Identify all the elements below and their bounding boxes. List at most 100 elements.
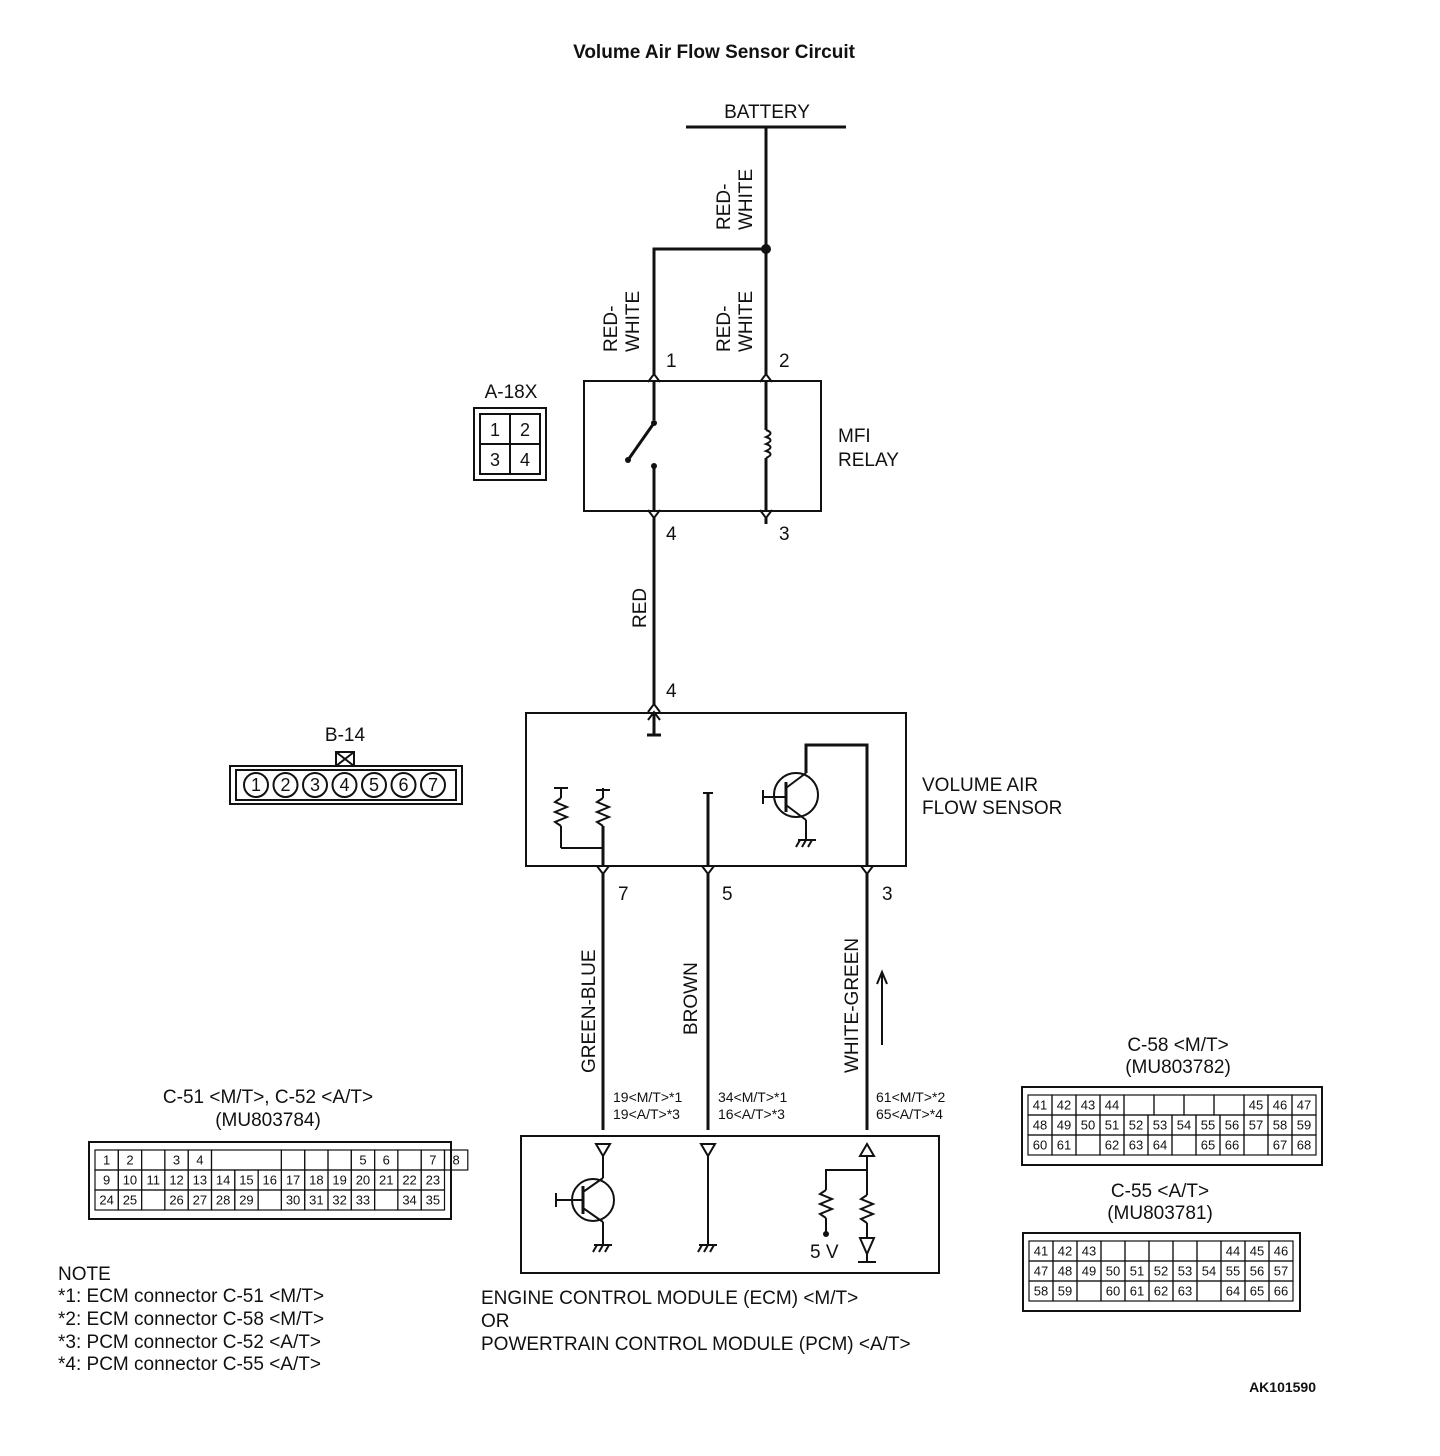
connector-pin: 45 bbox=[1250, 1243, 1264, 1258]
connector-pin: 42 bbox=[1058, 1243, 1072, 1258]
connector-b14-latch-mark bbox=[335, 751, 355, 767]
connector-b14-inner bbox=[235, 769, 457, 801]
ecm-pin-right-arrow bbox=[858, 1142, 876, 1157]
connector-pin: 67 bbox=[1273, 1137, 1287, 1152]
a18x-pin: 3 bbox=[490, 450, 500, 470]
connector-pin: 57 bbox=[1274, 1263, 1288, 1278]
connector-cell bbox=[304, 1149, 329, 1171]
connector-pin: 66 bbox=[1274, 1283, 1288, 1298]
b14-pin: 6 bbox=[398, 775, 408, 795]
transistor-icon bbox=[773, 772, 819, 818]
connector-c55-title: C-55 <A/T> bbox=[1111, 1181, 1209, 1202]
connector-pin: 64 bbox=[1226, 1283, 1240, 1298]
connector-pin: 25 bbox=[123, 1192, 137, 1207]
connector-pin: 53 bbox=[1153, 1117, 1167, 1132]
connector-pin: 4 bbox=[196, 1152, 203, 1167]
note-item: *2: ECM connector C-58 <M/T> bbox=[58, 1309, 324, 1330]
connector-cell bbox=[1291, 1134, 1317, 1156]
ground-hatch bbox=[807, 839, 813, 848]
connector-cell bbox=[1100, 1240, 1126, 1262]
battery-label: BATTERY bbox=[724, 102, 810, 123]
connector-pin: 31 bbox=[309, 1192, 323, 1207]
connector-pin: 33 bbox=[356, 1192, 370, 1207]
ecm-pin-right-line2: 65<A/T>*4 bbox=[876, 1106, 943, 1122]
b14-pin: 7 bbox=[428, 775, 438, 795]
connector-c55-part: (MU803781) bbox=[1107, 1203, 1213, 1224]
connector-pin: 55 bbox=[1201, 1117, 1215, 1132]
connector-pin: 11 bbox=[147, 1172, 161, 1187]
sensor-pin7-arrow bbox=[596, 865, 610, 876]
connector-cell bbox=[443, 1149, 469, 1171]
relay-pin2-arrow bbox=[759, 372, 773, 383]
connector-pin: 18 bbox=[309, 1172, 323, 1187]
sensor-box bbox=[525, 712, 907, 867]
note-item: *4: PCM connector C-55 <A/T> bbox=[58, 1354, 321, 1375]
connector-pin: 22 bbox=[402, 1172, 416, 1187]
connector-pin: 58 bbox=[1273, 1117, 1287, 1132]
connector-pin: 29 bbox=[239, 1192, 253, 1207]
connector-pin: 46 bbox=[1273, 1097, 1287, 1112]
connector-cell bbox=[1172, 1240, 1198, 1262]
connector-pin: 45 bbox=[1249, 1097, 1263, 1112]
connector-cell bbox=[1123, 1094, 1155, 1116]
connector-pin: 34 bbox=[402, 1192, 416, 1207]
connector-cell bbox=[280, 1149, 306, 1171]
b14-pin-outline bbox=[243, 772, 269, 798]
resistor-icon bbox=[594, 797, 612, 827]
connector-cell bbox=[1076, 1280, 1102, 1302]
connector-cell bbox=[327, 1149, 352, 1171]
connector-pin: 60 bbox=[1033, 1137, 1047, 1152]
ecm-pin-left-line1: 19<M/T>*1 bbox=[613, 1089, 682, 1105]
connector-pin: 60 bbox=[1106, 1283, 1120, 1298]
connector-pin: 47 bbox=[1297, 1097, 1311, 1112]
connector-pin: 65 bbox=[1201, 1137, 1215, 1152]
b14-pin-outline bbox=[272, 772, 299, 798]
connector-c55-outline bbox=[1022, 1232, 1301, 1312]
connector-pin: 42 bbox=[1057, 1097, 1071, 1112]
relay-pin4-label: 4 bbox=[666, 524, 677, 545]
relay-pin3-label: 3 bbox=[779, 524, 790, 545]
ground-hatch bbox=[697, 1244, 703, 1253]
ground-hatch bbox=[703, 1244, 709, 1253]
connector-pin: 51 bbox=[1105, 1117, 1119, 1132]
ground-hatch bbox=[801, 839, 807, 848]
connector-pin: 41 bbox=[1034, 1243, 1048, 1258]
ecm-name-line3: POWERTRAIN CONTROL MODULE (PCM) <A/T> bbox=[481, 1334, 911, 1355]
wire-label-pin2-1: RED- bbox=[714, 306, 735, 352]
wire-label-red: RED bbox=[630, 588, 651, 628]
connector-pin: 62 bbox=[1154, 1283, 1168, 1298]
a18x-pin: 1 bbox=[490, 420, 500, 440]
connector-pin: 56 bbox=[1250, 1263, 1264, 1278]
connector-pin: 53 bbox=[1178, 1263, 1192, 1278]
note-item: *3: PCM connector C-52 <A/T> bbox=[58, 1332, 321, 1353]
connector-pin: 59 bbox=[1058, 1283, 1072, 1298]
transistor-emitter bbox=[785, 804, 807, 821]
sensor-pin4-arrow-2 bbox=[647, 710, 661, 721]
ground-hatch bbox=[598, 1244, 604, 1253]
connector-pin: 61 bbox=[1130, 1283, 1144, 1298]
relay-pin1-label: 1 bbox=[666, 351, 677, 372]
notes: NOTE *1: ECM connector C-51 <M/T> *2: EC… bbox=[58, 1264, 324, 1375]
connector-pin: 3 bbox=[173, 1152, 180, 1167]
sensor-pin3-label: 3 bbox=[882, 884, 893, 905]
connector-pin: 64 bbox=[1153, 1137, 1167, 1152]
connector-pin: 65 bbox=[1250, 1283, 1264, 1298]
wire-label-white-green: WHITE-GREEN bbox=[842, 938, 863, 1073]
coil-icon bbox=[763, 429, 772, 459]
relay-pin2-label: 2 bbox=[779, 351, 790, 372]
note-item: *1: ECM connector C-51 <M/T> bbox=[58, 1286, 324, 1307]
connector-pin: 43 bbox=[1082, 1243, 1096, 1258]
connector-cell bbox=[397, 1149, 422, 1171]
connector-pin: 19 bbox=[332, 1172, 346, 1187]
connector-pin: 50 bbox=[1106, 1263, 1120, 1278]
connector-pin: 62 bbox=[1105, 1137, 1119, 1152]
connector-pin: 6 bbox=[383, 1152, 390, 1167]
connector-pin: 54 bbox=[1202, 1263, 1216, 1278]
connector-pin: 9 bbox=[103, 1172, 110, 1187]
connector-pin: 7 bbox=[429, 1152, 436, 1167]
connector-pin: 58 bbox=[1034, 1283, 1048, 1298]
